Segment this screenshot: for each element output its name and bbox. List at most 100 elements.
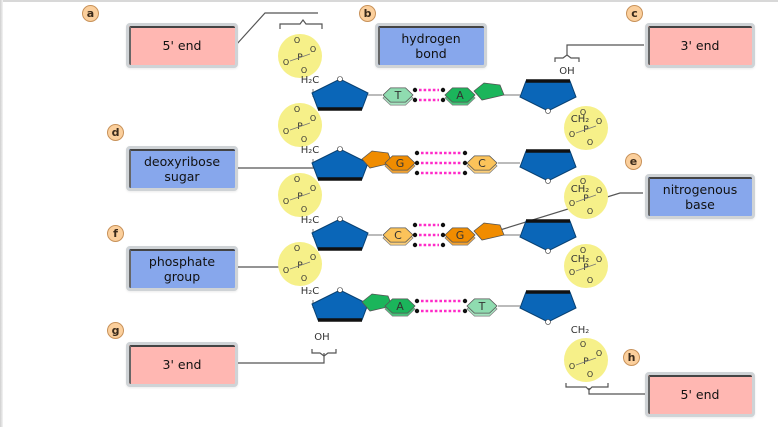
purine-ring [473,82,505,101]
oxygen-atom: O [283,197,289,206]
ch2-label: CH₂ [571,325,590,336]
leader-h [588,388,645,395]
ring-oxygen [545,319,551,325]
ring-oxygen [337,76,343,82]
bond-atom [440,242,446,248]
brace-c [554,54,580,62]
badge-b: b [359,5,376,22]
badge-g: g [107,322,124,339]
bond-atom [440,232,446,238]
bond-atom [414,308,420,314]
oxygen-atom: O [569,268,575,277]
label-5-end-top[interactable]: 5' end [126,23,238,68]
phosphate-circle [564,106,608,150]
h2c-label: H₂C [301,215,320,226]
base-T-letter: T [478,300,486,313]
base-T [466,298,498,314]
ch2-label: CH₂ [571,184,590,195]
base-C [382,227,414,243]
bond-atom [414,160,420,166]
p-o-bond [289,192,311,201]
oxygen-atom: O [569,130,575,139]
bond-atom [462,170,468,176]
h2c-label: H₂C [301,75,320,86]
oxygen-atom: O [294,244,300,253]
badge-h: h [623,349,640,366]
ring-oxygen [545,178,551,184]
bond-atom [440,87,446,93]
label-c-text: 3' end [680,38,720,53]
oxygen-atom: O [283,266,289,275]
leader-g [236,353,325,364]
phosphate-circle [564,175,608,219]
bond-atom [412,242,418,248]
phosphate-circle [564,244,608,288]
sugar-left [311,218,369,250]
bond-atom [462,298,468,304]
phosphorus-atom: P [297,53,303,63]
oxygen-atom: O [301,66,307,75]
badge-c: c [626,5,643,22]
phosphate-circle [278,173,322,217]
ch2-label: CH₂ [571,254,590,265]
ring-oxygen [337,146,343,152]
oxygen-atom: O [580,108,586,117]
p-o-bond [289,261,311,270]
oh-left-3-end: OH [314,332,329,343]
label-5-end-bottom[interactable]: 5' end [645,372,755,417]
bond-atom [414,150,420,156]
label-phosphate-group[interactable]: phosphate group [126,246,238,291]
bond-atom [440,97,446,103]
oxygen-atom: O [596,349,602,358]
badge-d: d [107,124,124,141]
label-g-text: 3' end [162,357,202,372]
base-T [382,87,414,103]
label-3-end-top[interactable]: 3' end [645,23,755,68]
badge-a: a [82,5,99,22]
oxygen-atom: O [580,246,586,255]
p-o-bond [575,263,597,272]
bond-atom [412,97,418,103]
oxygen-atom: O [283,58,289,67]
bond-atom [414,170,420,176]
oxygen-atom: O [310,253,316,262]
oxygen-atom: O [587,207,593,216]
ring-oxygen [545,108,551,114]
phosphate-circle [278,103,322,147]
bond-atom [412,232,418,238]
p-o-bond [575,357,597,366]
oxygen-atom: O [596,117,602,126]
oxygen-atom: O [301,135,307,144]
ring-oxygen [545,248,551,254]
brace-g [311,349,337,357]
leader-c [566,44,644,55]
ring-oxygen [337,287,343,293]
oxygen-atom: O [294,105,300,114]
p-o-bond [575,194,597,203]
oxygen-atom: O [310,114,316,123]
top-border [0,0,778,2]
left-border [0,0,3,427]
sugar-right [519,291,577,323]
oxygen-atom: O [310,184,316,193]
bond-atom [414,298,420,304]
bond-atom [440,222,446,228]
badge-e: e [625,153,642,170]
label-hydrogen-bond[interactable]: hydrogen bond [375,23,487,68]
oxygen-atom: O [580,340,586,349]
label-b-text: hydrogen bond [401,30,461,61]
oxygen-atom: O [596,186,602,195]
sugar-left [311,78,369,110]
label-deoxyribose-sugar[interactable]: deoxyribose sugar [126,146,238,191]
backbone-bonds [312,89,520,308]
bond-atom [412,222,418,228]
label-nitrogenous-base[interactable]: nitrogenous base [645,174,755,219]
ring-oxygen [337,216,343,222]
oxygen-atom: O [587,276,593,285]
p-o-bond [289,53,311,62]
bond-atom [462,150,468,156]
base-G [384,155,416,171]
label-3-end-bottom[interactable]: 3' end [126,342,238,387]
deoxyribose-sugars [311,76,577,325]
